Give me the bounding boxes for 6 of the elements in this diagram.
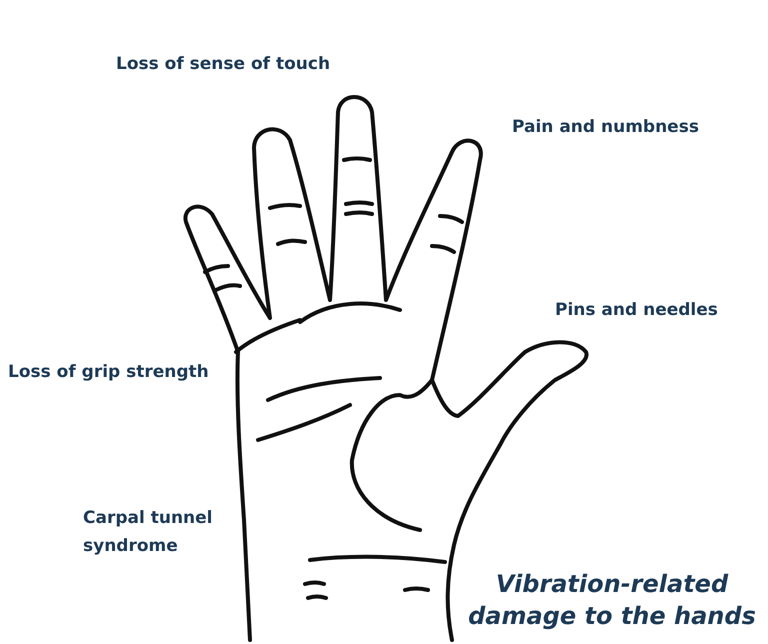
- symptom-label: Loss of grip strength: [8, 361, 209, 384]
- symptom-label: Loss of sense of touch: [116, 53, 330, 76]
- symptom-label: Pins and needles: [555, 299, 718, 322]
- caption: Vibration-related damage to the hands: [467, 569, 757, 632]
- symptom-label: Pain and numbness: [512, 116, 699, 139]
- symptom-label: Carpal tunnel syndrome: [83, 507, 214, 558]
